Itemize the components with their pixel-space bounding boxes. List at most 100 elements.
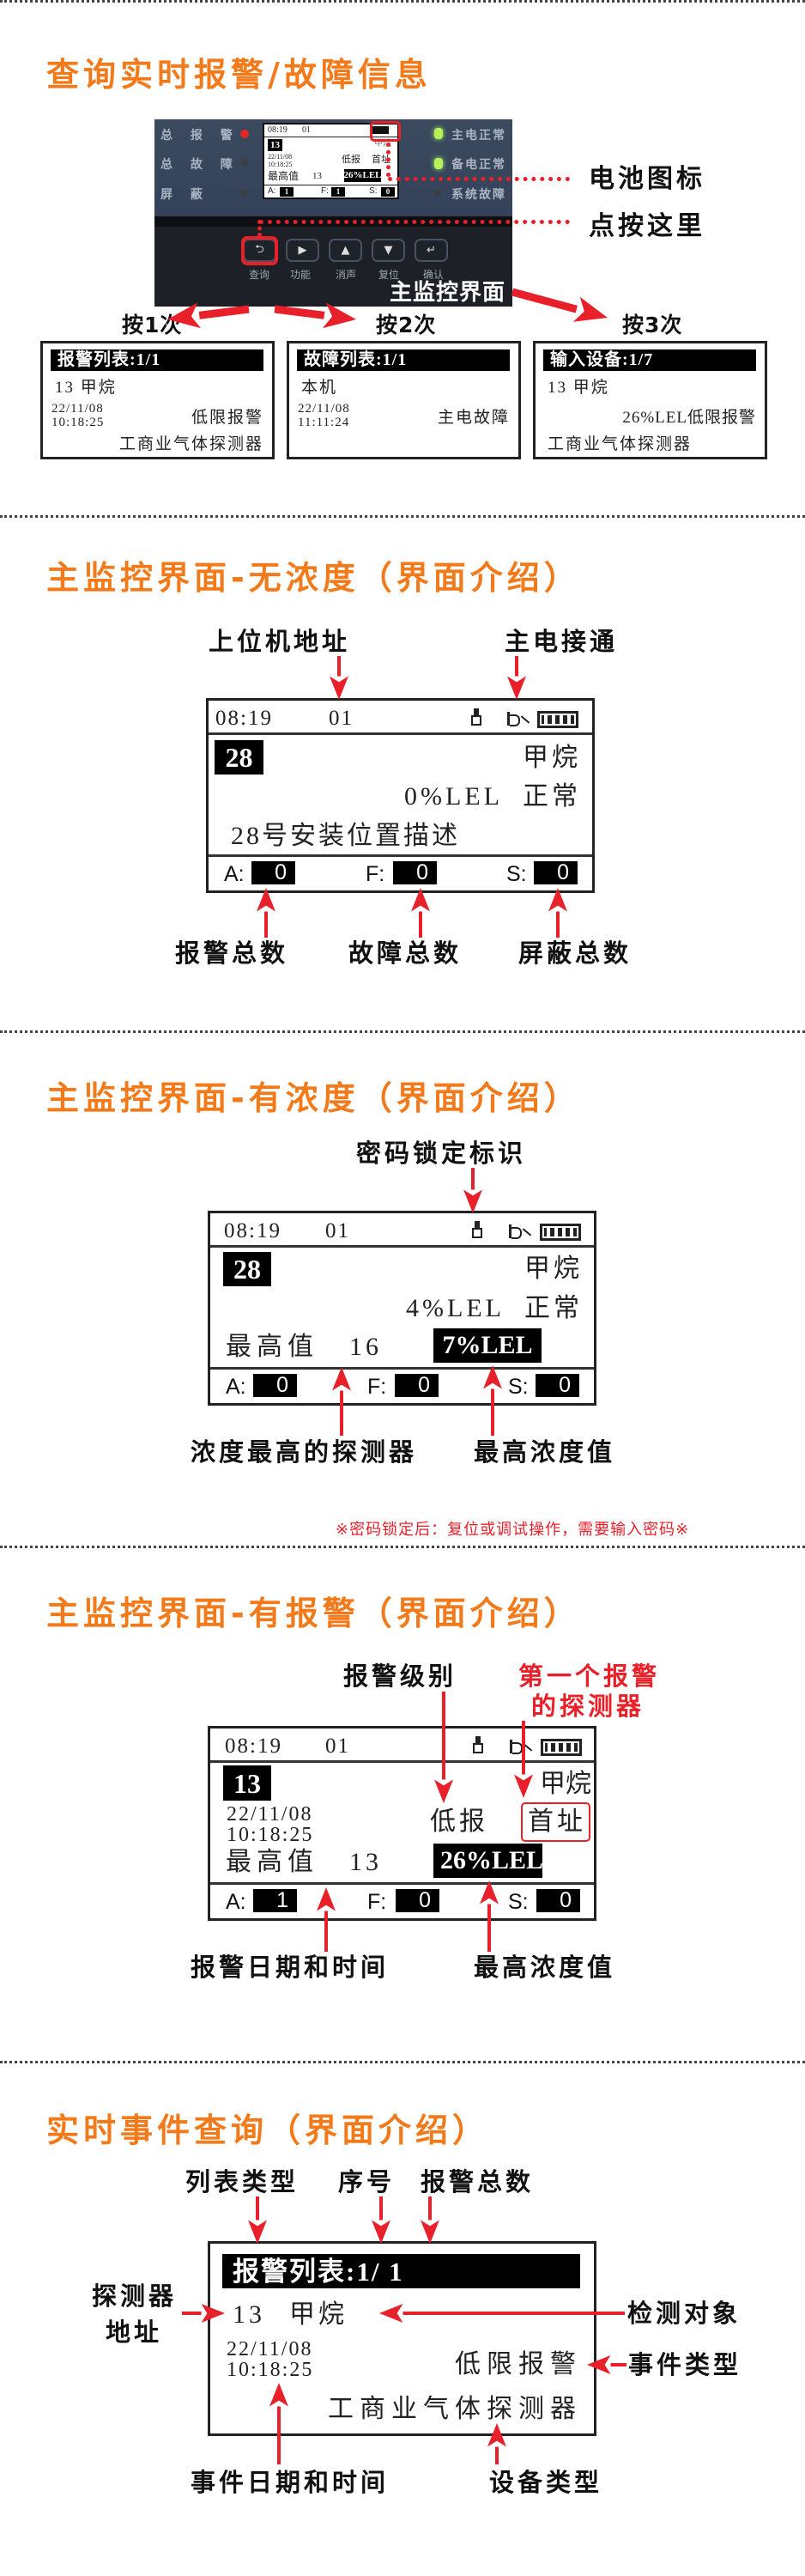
up-icon: ▲ [341,244,350,257]
section-divider [0,2061,805,2063]
lcd-host-address: 01 [302,125,311,135]
panel-label: 总 报 警 [160,129,239,143]
overlay-title: 主监控界面 [390,280,506,306]
arrow-max-detector [332,1367,351,1436]
fault-count: 0 [395,1373,439,1397]
lcd-a-label: A: [268,186,276,196]
fault-list-screen: 故障列表:1/1 本机 22/11/08 11:11:24 主电故障 [287,341,521,459]
fault-count: 0 [396,1888,439,1912]
lcd-time: 08:19 [215,707,273,730]
event-date: 22/11/08 [227,2338,313,2360]
panel-label: 备电正常 [451,158,506,172]
arrow-shaft [198,305,250,319]
a-label: A: [226,1375,246,1399]
detector-address-badge: 28 [223,1252,271,1286]
lcd-host-address: 01 [325,1735,350,1758]
button-label: 确认 [423,269,445,281]
main-power-label: 主电接通 [505,627,619,656]
detection-target-label: 检测对象 [627,2299,741,2328]
confirm-button[interactable]: ↵ [415,239,448,262]
lcd-status-bar: 08:19 01 [209,701,592,735]
button-label: 消声 [336,269,357,281]
arrow-head [463,1189,482,1213]
alarm-led-icon [240,130,249,138]
pointer-line [257,220,262,237]
alarm-total-label: 报警总数 [175,939,289,968]
a-label: A: [226,1890,246,1914]
lcd-screen-no-concentration: 08:19 01 28 甲烷 0%LEL 正常 28号安装位置描述 A:0 F:… [206,698,595,893]
arrow-head [411,888,430,912]
screen-event: 低限报警 [191,409,263,427]
arrow-password-lock [463,1168,482,1213]
panel-label: 总 故 障 [160,158,239,172]
press-twice-label: 按2次 [376,313,437,337]
arrow-press-thrice [511,288,608,322]
a-label: A: [224,862,245,886]
reset-button[interactable]: ▼ [372,239,405,262]
password-note: ※密码锁定后：复位或调试操作，需要输入密码※ [336,1521,690,1539]
lcd-counter-bar: A:0 F:0 S:0 [210,1367,594,1403]
alarm-count: 0 [253,1373,297,1397]
device-type-label: 设备类型 [489,2468,603,2497]
detector-address-label: 探测器 [92,2281,178,2311]
silence-button[interactable]: ▲ [329,239,362,262]
lcd-status-bar: 08:19 01 [210,1728,594,1763]
screen-datetime: 22/11/08 10:18:25 [51,402,105,429]
arrow-head [201,2304,225,2323]
screen-datetime: 22/11/08 11:11:24 [298,402,350,429]
arrow-head [514,1774,533,1798]
lcd-max-address: 13 [312,171,322,181]
lcd-s-label: S: [369,186,378,196]
section-title-with-alarm: 主监控界面-有报警（界面介绍） [46,1595,581,1632]
arrow-head [317,1887,336,1911]
alarm-list-screen: 报警列表:1/1 13 甲烷 22/11/08 10:18:25 低限报警 工商… [40,341,275,459]
lcd-fault-count: 1 [331,187,345,197]
arrow-head [379,2304,403,2323]
arrow-head [322,302,356,329]
alarm-date: 22/11/08 [227,1803,313,1826]
query-button-highlight [241,236,278,265]
concentration: 0%LEL [404,782,503,811]
pointer-line [259,220,570,224]
arrow-shield-total [548,888,567,938]
battery-icon [537,711,578,728]
screen-header: 报警列表:1/1 [51,349,263,371]
lcd-screen-with-alarm: 08:19 01 13 甲烷 22/11/08 10:18:25 低报 首址 最… [208,1726,596,1921]
section-divider [0,515,805,518]
main-power-led-icon [434,128,443,139]
arrow-head [572,296,608,322]
lcd-first-alarm: 首址 [372,155,390,165]
arrow-max-value-2 [480,1880,499,1952]
arrow-alarm-datetime [317,1887,336,1952]
lcd-f-label: F: [321,186,329,196]
screen-line: 本机 [301,379,338,397]
detector-address-label-line2: 地址 [106,2318,163,2347]
lcd-alarm-count: 1 [280,187,294,197]
lcd-host-address: 01 [325,1219,350,1242]
mini-lcd-screen: 08:19 01 13 甲烷 22/11/08 10:18:25 低报 首址 最… [263,123,399,199]
alarm-total-label: 报警总数 [421,2167,535,2196]
arrow-index [372,2196,390,2244]
max-label: 最高值 [226,1333,318,1361]
install-location: 28号安装位置描述 [231,822,460,850]
section-divider [0,1546,805,1548]
arrow-head [483,1365,502,1389]
event-time: 10:18:25 [227,2359,314,2381]
alarm-level-label: 报警级别 [343,1662,457,1691]
f-label: F: [367,1890,387,1914]
return-icon: ⮌ [255,242,264,256]
max-concentration: 7%LEL [433,1328,542,1363]
arrow-head [434,1779,453,1803]
plug-icon [507,712,531,726]
arrow-head [332,1367,351,1391]
screen-device: 工商业气体探测器 [548,435,693,453]
screen-event: 主电故障 [437,409,510,427]
alarm-count: 0 [251,860,295,884]
battery-icon-label: 电池图标 [589,164,705,194]
arrow-event-type [587,2355,626,2374]
arrow-main-power [507,656,526,700]
max-value-label: 最高浓度值 [474,1437,616,1467]
arrow-head [480,1880,499,1905]
function-button[interactable]: ▶ [286,239,319,262]
